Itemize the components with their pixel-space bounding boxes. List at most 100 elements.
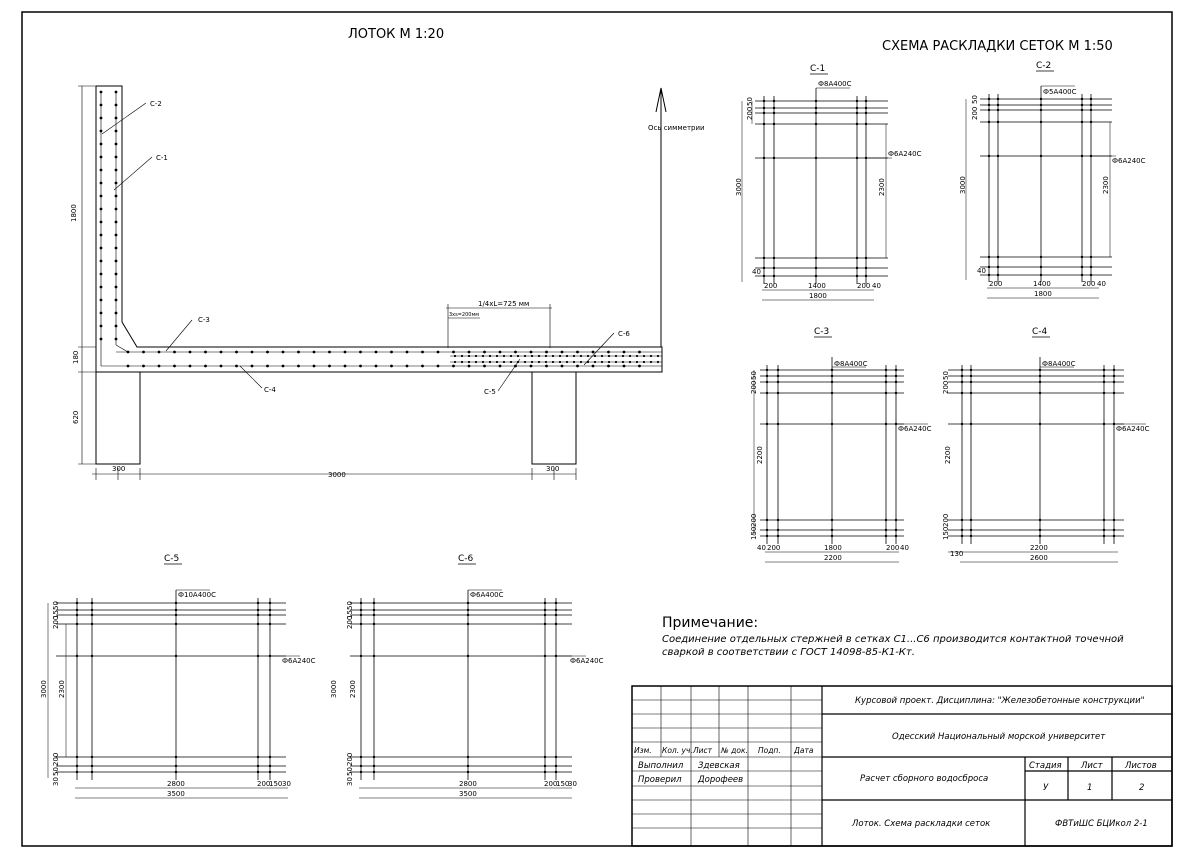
mesh-dim-ih: 2300 [349,680,357,698]
rebar-dot [99,142,103,146]
mesh-dim-t200: 200 [346,616,354,629]
rebar-dot [474,354,478,358]
rebar-dot [359,764,363,768]
rebar-dot [894,380,898,384]
rebar-dot [1102,528,1106,532]
rebar-dot [174,755,178,759]
rebar-dot [600,354,604,358]
rebar-dot [593,354,597,358]
rebar-dot [1112,534,1116,538]
rebar-dot [884,368,888,372]
rebar-dot [814,256,818,260]
rebar-dot [372,755,376,759]
rebar-dot [90,764,94,768]
stamp-code: ФВТиШС БЦИкол 2-1 [1055,819,1148,829]
dim-small: 3xs=200мм [449,312,479,318]
rebar-dot [1080,273,1084,277]
rebar-dot [530,360,534,364]
rebar-dot [421,350,424,354]
rebar-dot [765,422,769,426]
rebar-dot [830,380,834,384]
mesh-dim-l: 200 [767,544,780,552]
rebar-dot [174,654,178,658]
rebar-dot [543,764,547,768]
rebar-dot [372,608,376,612]
mesh-dim-b40: 40 [977,267,986,275]
rebar-dot [622,364,626,368]
rebar-dot [762,99,766,103]
rebar-dot [607,364,610,368]
rebar-dot [996,120,1000,124]
mesh-dim-b40: 40 [752,268,761,276]
mesh-dim-h: 2200 [756,446,764,464]
rebar-dot [551,360,555,364]
rebar-dot [554,654,558,658]
rebar-dot [436,364,440,368]
rebar-dot [830,374,834,378]
rebar-dot [188,364,192,368]
rebar-dot [114,259,118,263]
rebar-dot [114,285,118,289]
rebar-dot [551,354,555,358]
mesh-dim-t50: 50 [971,95,979,104]
rebar-dot [114,181,118,185]
rebar-dot [586,354,590,358]
rebar-dot [1038,374,1042,378]
rebar-dot [1112,380,1116,384]
rebar-dot [114,324,118,328]
rebar-dot [75,613,79,617]
rebar-dot [894,368,898,372]
rebar-dot [90,608,94,612]
mesh-bar2: Ф6A240C [1112,157,1146,165]
stamp-list-h: Лист [1080,761,1104,771]
rebar-dot [1038,391,1042,395]
rebar-dot [268,608,272,612]
rebar-dot [1038,422,1042,426]
mesh-title: С-2 [1036,61,1051,71]
rebar-dot [460,360,464,364]
rebar-dot [649,360,653,364]
rebar-dot [884,528,888,532]
mesh-dim-b200: 200 [750,514,758,527]
rebar-dot [830,534,834,538]
rebar-dot [560,350,564,354]
dim-300-left: 300 [112,465,125,473]
rebar-dot [75,755,79,759]
rebar-dot [996,154,1000,158]
rebar-dot [509,360,513,364]
rebar-dot [1102,380,1106,384]
rebar-dot [855,122,859,126]
mesh-dim-ih: 2300 [58,680,66,698]
rebar-dot [1112,368,1116,372]
rebar-dot [960,368,964,372]
rebar-dot [281,364,285,368]
rebar-dot [75,622,79,626]
rebar-dot [1089,154,1093,158]
mesh-dim-w: 3500 [459,790,477,798]
mesh-dim-iw: 1400 [808,282,826,290]
mesh-dim-ih: 2300 [1102,176,1110,194]
rebar-dot [1039,265,1043,269]
rebar-dot [864,156,868,160]
rebar-dot [390,350,393,354]
rebar-dot [114,103,118,107]
label-c6: С-6 [618,330,630,338]
rebar-dot [1039,108,1043,112]
rebar-dot [256,770,260,774]
rebar-dot [114,246,118,250]
rebar-dot [960,528,964,532]
rebar-dot [530,354,534,358]
mesh-dim-w: 1800 [809,292,827,300]
rebar-dot [90,770,94,774]
rebar-dot [250,364,254,368]
rebar-dot [372,601,376,605]
rebar-dot [621,360,625,364]
mesh-dim-h: 3000 [959,176,967,194]
stamp-role2: Проверил [638,775,682,785]
rebar-dot [99,103,103,107]
rebar-dot [460,354,464,358]
rebar-dot [359,601,363,605]
rebar-dot [1080,108,1084,112]
rebar-dot [126,350,130,354]
rebar-dot [1080,265,1084,269]
